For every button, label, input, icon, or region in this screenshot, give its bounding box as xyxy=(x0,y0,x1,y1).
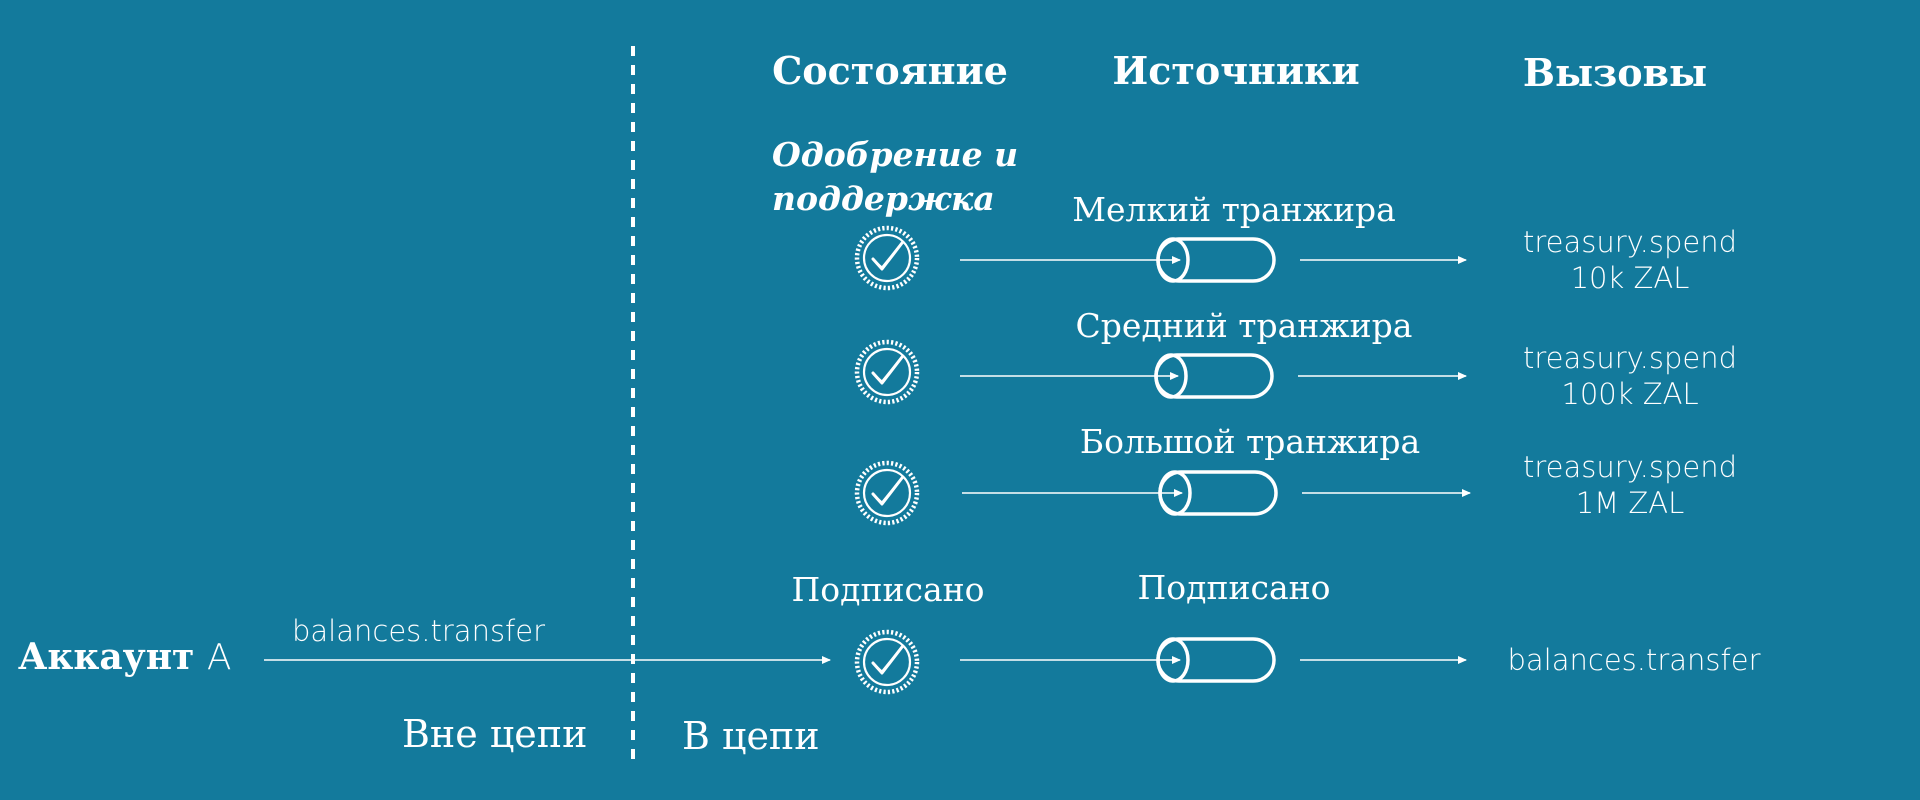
header-sources: Источники xyxy=(1112,48,1360,93)
call-label-small: treasury.spend 10k ZAL xyxy=(1523,224,1737,296)
zone-offchain-label: Вне цепи xyxy=(402,712,588,756)
source-label-small: Мелкий транжира xyxy=(1072,190,1396,229)
signed-flow xyxy=(264,632,1467,692)
check-badge-icon xyxy=(857,228,917,288)
call-label-medium: treasury.spend 100k ZAL xyxy=(1523,340,1737,412)
header-calls: Вызовы xyxy=(1522,50,1708,95)
header-state: Состояние xyxy=(772,48,1008,93)
signed-state-label: Подписано xyxy=(791,570,985,609)
call-label-medium-line2: 100k ZAL xyxy=(1561,377,1699,411)
track-large-flow xyxy=(857,463,1471,523)
signed-call-label: balances.transfer xyxy=(1507,643,1761,677)
call-label-small-line2: 10k ZAL xyxy=(1570,261,1690,295)
account-letter: A xyxy=(206,637,232,678)
source-label-large: Большой транжира xyxy=(1079,422,1421,461)
check-badge-icon xyxy=(857,463,917,523)
track-medium-flow xyxy=(857,342,1467,402)
account-label: Аккаунт A xyxy=(18,636,232,678)
account-name: Аккаунт xyxy=(18,636,195,678)
check-badge-icon xyxy=(857,632,917,692)
state-title: Одобрение и поддержка xyxy=(772,133,1018,221)
call-label-small-line1: treasury.spend xyxy=(1522,225,1738,259)
state-title-line1: Одобрение и xyxy=(772,135,1019,174)
call-label-large: treasury.spend 1M ZAL xyxy=(1523,449,1737,521)
transfer-label: balances.transfer xyxy=(292,614,546,648)
zone-onchain-label: В цепи xyxy=(682,714,820,758)
call-label-large-line2: 1M ZAL xyxy=(1575,486,1685,520)
call-label-large-line1: treasury.spend xyxy=(1522,450,1738,484)
track-small-flow xyxy=(857,228,1467,288)
check-badge-icon xyxy=(857,342,917,402)
call-label-medium-line1: treasury.spend xyxy=(1522,341,1738,375)
signed-source-label: Подписано xyxy=(1137,568,1331,607)
source-label-medium: Средний транжира xyxy=(1075,306,1413,345)
state-title-line2: поддержка xyxy=(772,179,995,218)
